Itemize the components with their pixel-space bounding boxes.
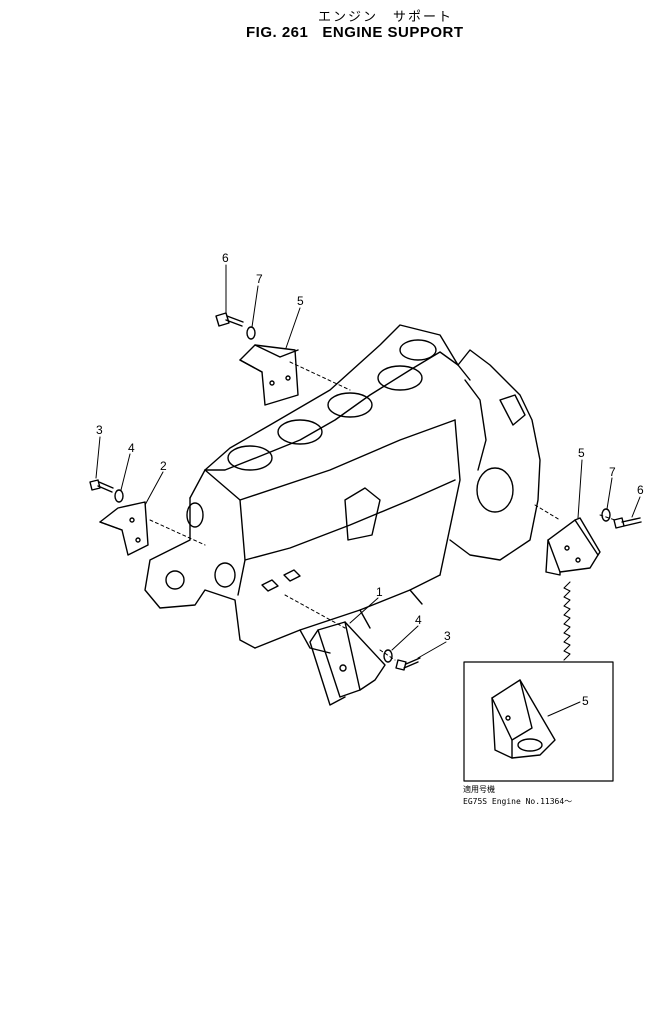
figure-title-japanese: エンジン サポート [318, 10, 454, 25]
inset-note-applicability: EG75S Engine No.11364～ [463, 797, 573, 806]
washer-4-left [114, 489, 124, 503]
figure-number: FIG. 261 [246, 24, 309, 41]
callout-6-top: 6 [222, 251, 229, 265]
callout-leaders [95, 264, 641, 717]
inset-bracket-5 [491, 679, 556, 759]
washer-7-right [601, 508, 611, 522]
callout-7-right: 7 [609, 465, 616, 479]
callout-3-lower: 3 [444, 629, 451, 643]
callout-7-top: 7 [256, 272, 263, 286]
callout-4-left: 4 [128, 441, 135, 455]
engine-block [144, 324, 541, 654]
callout-4-lower: 4 [415, 613, 422, 627]
callout-5-right: 5 [578, 446, 585, 460]
washer-4-lower [383, 649, 393, 663]
bolt-3-lower [395, 657, 421, 671]
bolt-6-right [613, 517, 642, 529]
bracket-5-top [239, 344, 299, 406]
inset-frame [463, 661, 614, 782]
inset-reference-arrow [563, 581, 571, 661]
inset-note-japanese: 適用号機 [463, 785, 495, 794]
figure-title: FIG. 261 ENGINE SUPPORT [246, 24, 464, 41]
bracket-1 [309, 621, 386, 706]
bracket-5-right [545, 517, 601, 576]
callout-6-right: 6 [637, 483, 644, 497]
callout-2: 2 [160, 459, 167, 473]
figure-title-english: ENGINE SUPPORT [322, 24, 464, 41]
callout-1: 1 [376, 585, 383, 599]
callout-5-top: 5 [297, 294, 304, 308]
callout-5-inset: 5 [582, 694, 589, 708]
washer-7-top [246, 326, 256, 340]
bolt-3-left [89, 479, 114, 493]
callout-3-left: 3 [96, 423, 103, 437]
bolt-6-top [215, 312, 244, 327]
bracket-2 [99, 501, 149, 556]
